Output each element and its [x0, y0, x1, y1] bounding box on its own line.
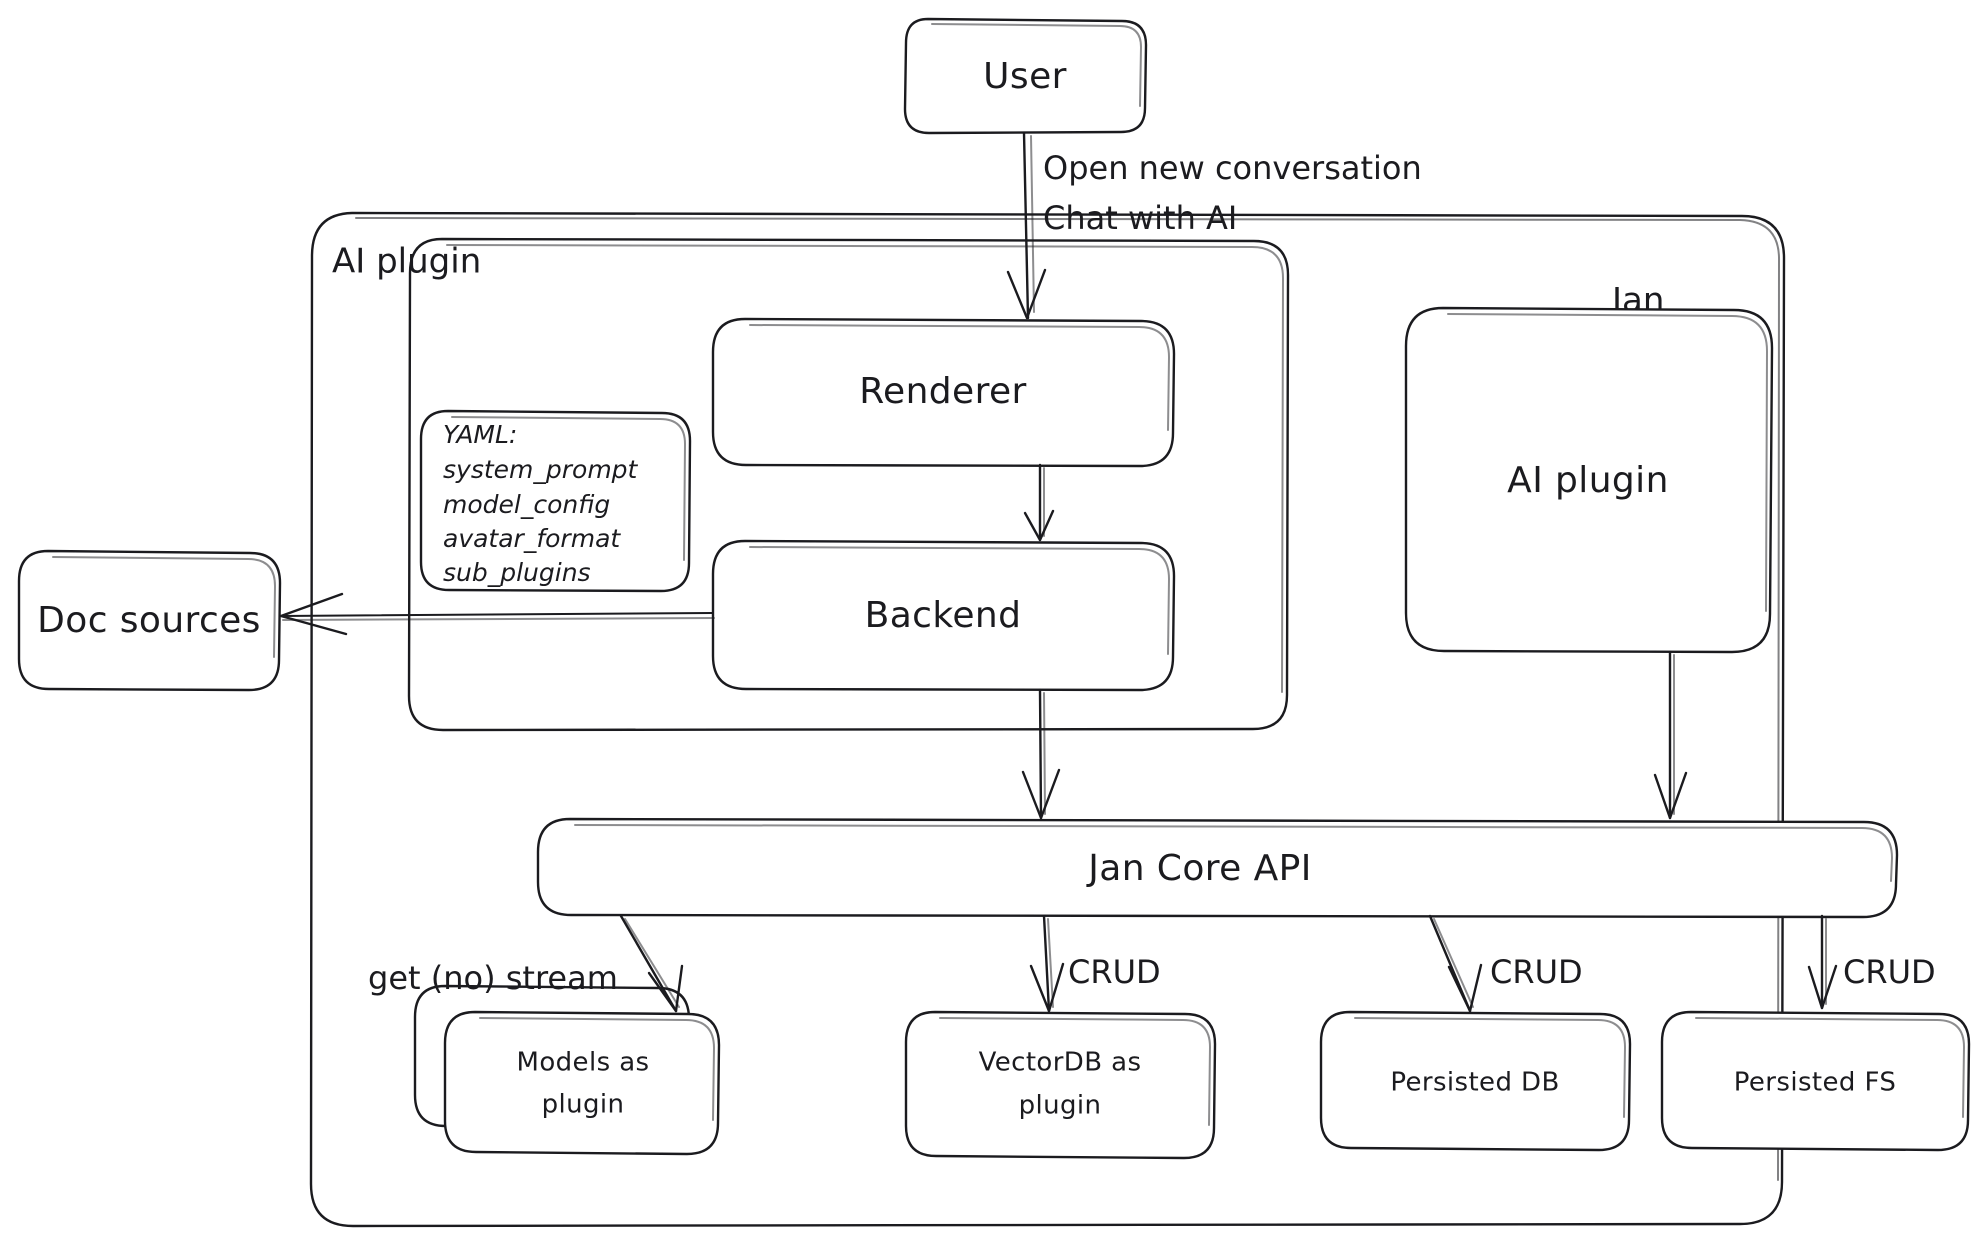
yaml-line-2: model_config: [443, 490, 610, 519]
yaml-line-4: sub_plugins: [443, 558, 591, 587]
node-renderer[interactable]: Renderer: [711, 317, 1176, 468]
container-jan[interactable]: Jan: [309, 211, 1786, 1228]
edge-backend-to-doc-sources: [279, 592, 715, 636]
edge-label-crud-persisted-db: CRUD: [1490, 953, 1583, 991]
edge-ai-plugin-to-jan-core-api: [1653, 650, 1688, 820]
node-renderer-label: Renderer: [859, 371, 1027, 412]
node-ai-plugin-right-label: AI plugin: [1507, 460, 1669, 501]
edge-renderer-to-backend: [1023, 463, 1055, 542]
node-models-as-plugin-label-line2: plugin: [542, 1090, 625, 1120]
node-backend-label: Backend: [865, 595, 1022, 636]
edge-api-to-models-as-plugin: get (no) stream: [368, 914, 684, 1013]
edge-backend-to-jan-core-api: [1021, 688, 1061, 820]
edge-api-to-persisted-db: CRUD: [1428, 914, 1583, 1013]
container-ai-plugin-group[interactable]: AI plugin: [332, 237, 1290, 732]
yaml-line-0: YAML:: [443, 420, 517, 449]
yaml-line-1: system_prompt: [443, 455, 639, 484]
edge-label-get-no-stream: get (no) stream: [368, 959, 618, 997]
edge-api-to-vectordb-as-plugin: CRUD: [1029, 914, 1161, 1013]
container-ai-plugin-group-label: AI plugin: [332, 242, 481, 282]
node-vectordb-as-plugin[interactable]: VectorDB as plugin: [904, 1010, 1217, 1160]
node-vectordb-as-plugin-label-line2: plugin: [1019, 1091, 1102, 1121]
node-persisted-db-label: Persisted DB: [1390, 1068, 1559, 1098]
edge-label-crud-persisted-fs: CRUD: [1843, 953, 1936, 991]
edge-label-user-line1: Open new conversation: [1043, 149, 1422, 187]
node-models-as-plugin[interactable]: Models as plugin: [413, 984, 721, 1156]
node-persisted-fs-label: Persisted FS: [1734, 1068, 1897, 1098]
node-persisted-fs[interactable]: Persisted FS: [1660, 1010, 1971, 1152]
yaml-line-3: avatar_format: [443, 524, 621, 553]
node-jan-core-api[interactable]: Jan Core API: [536, 817, 1899, 919]
node-vectordb-as-plugin-label-line1: VectorDB as: [979, 1048, 1142, 1078]
edge-api-to-persisted-fs: CRUD: [1807, 914, 1936, 1010]
node-models-as-plugin-label-line1: Models as: [517, 1048, 650, 1078]
node-yaml-config[interactable]: YAML: system_prompt model_config avatar_…: [419, 409, 692, 593]
edge-user-to-renderer: Open new conversation Chat with AI: [1006, 131, 1422, 320]
node-user-label: User: [983, 56, 1067, 97]
node-persisted-db[interactable]: Persisted DB: [1319, 1010, 1632, 1152]
node-doc-sources[interactable]: Doc sources: [17, 549, 282, 692]
node-doc-sources-label: Doc sources: [37, 600, 261, 641]
node-backend[interactable]: Backend: [711, 539, 1176, 692]
node-jan-core-api-label: Jan Core API: [1086, 848, 1311, 889]
edge-label-crud-vectordb: CRUD: [1068, 953, 1161, 991]
edge-label-user-line2: Chat with AI: [1043, 199, 1237, 237]
node-user[interactable]: User: [903, 17, 1148, 135]
node-ai-plugin-right[interactable]: AI plugin: [1404, 306, 1774, 654]
